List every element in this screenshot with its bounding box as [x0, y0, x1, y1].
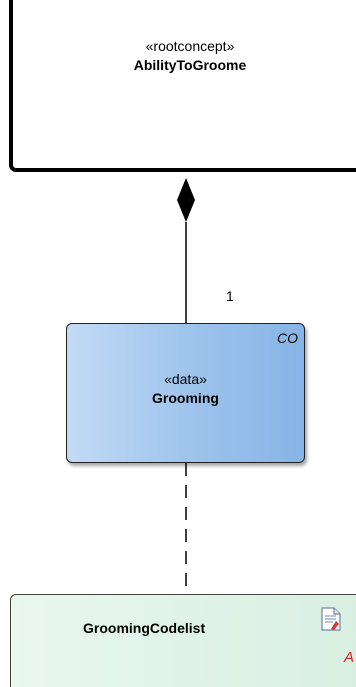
data-class-name: Grooming — [152, 390, 219, 406]
data-class-tag: CO — [277, 330, 298, 346]
root-concept-class[interactable]: «rootconcept» AbilityToGroome — [9, 0, 356, 172]
document-icon — [321, 607, 341, 631]
codelist-class[interactable]: GroomingCodelist A — [10, 594, 356, 687]
codelist-class-name: GroomingCodelist — [83, 620, 206, 636]
codelist-class-tag: A — [344, 649, 355, 666]
data-class[interactable]: CO «data» Grooming — [66, 323, 305, 463]
root-stereotype: «rootconcept» — [145, 38, 235, 54]
multiplicity-label: 1 — [226, 288, 234, 304]
composition-diamond-icon — [177, 178, 195, 222]
root-class-name: AbilityToGroome — [133, 57, 247, 73]
data-stereotype: «data» — [164, 371, 207, 387]
